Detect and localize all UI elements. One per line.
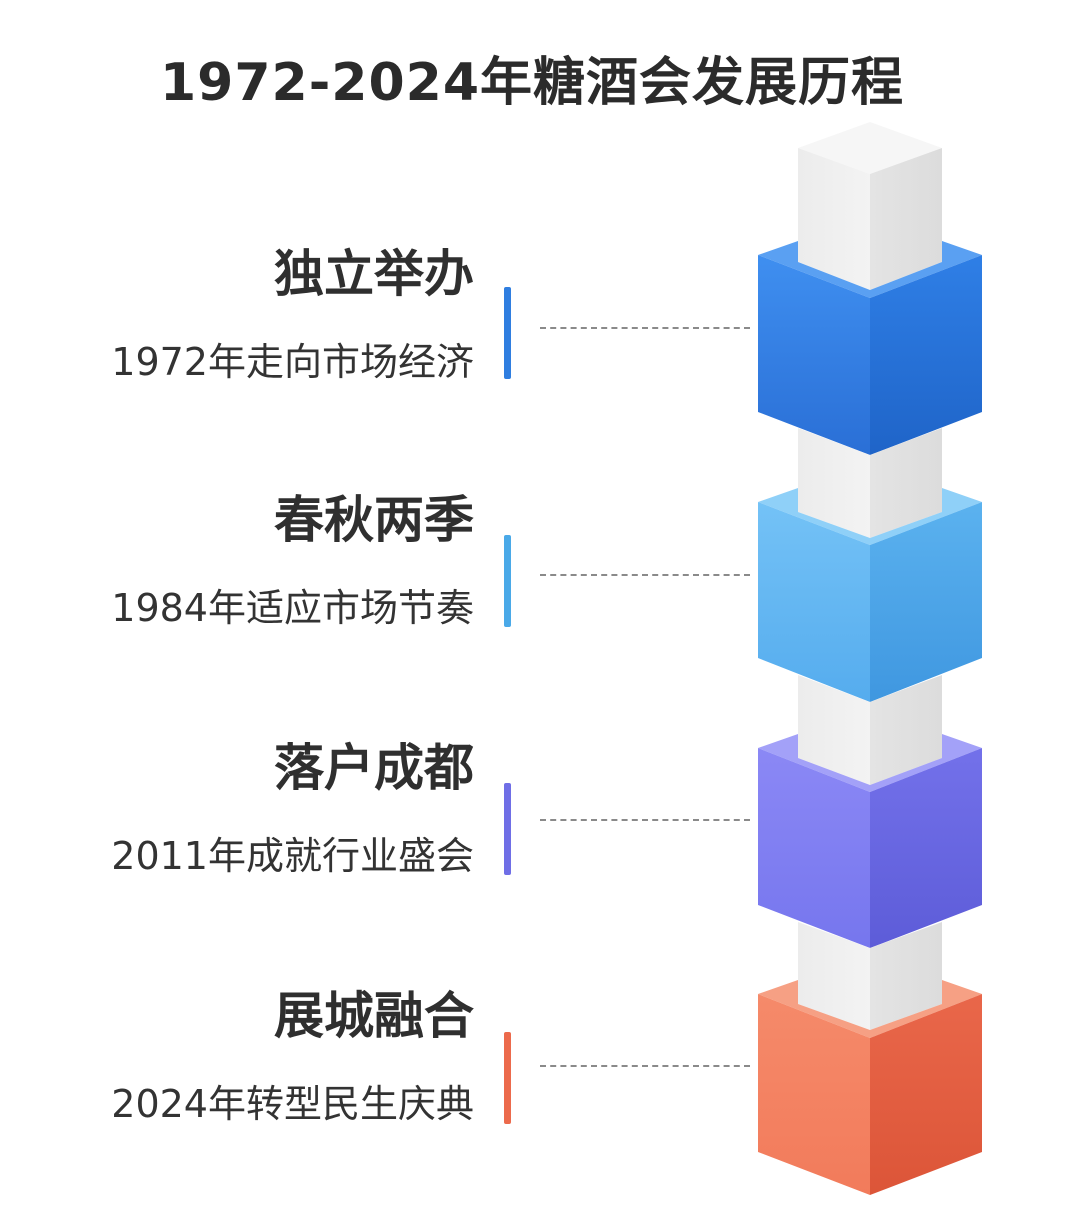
event-subtitle-4: 2024年转型民生庆典	[0, 1078, 474, 1130]
event-subtitle-2: 1984年适应市场节奏	[0, 582, 474, 634]
white-spacer-block-4	[798, 922, 942, 1030]
event-heading-4: 展城融合	[14, 984, 474, 1048]
connector-line-1	[540, 327, 750, 329]
event-subtitle-1: 1972年走向市场经济	[0, 336, 474, 388]
connector-line-3	[540, 819, 750, 821]
connector-line-4	[540, 1065, 750, 1067]
blue-block	[758, 241, 982, 455]
white-spacer-block-2	[798, 428, 942, 538]
event-heading-3: 落户成都	[14, 736, 474, 800]
page-title: 1972-2024年糖酒会发展历程	[0, 48, 1064, 118]
event-subtitle-3: 2011年成就行业盛会	[0, 830, 474, 882]
event-heading-1: 独立举办	[14, 242, 474, 306]
sky-blue-block	[758, 488, 982, 702]
accent-bar-3	[504, 783, 511, 875]
accent-bar-2	[504, 535, 511, 627]
accent-bar-1	[504, 287, 511, 379]
event-heading-2: 春秋两季	[14, 488, 474, 552]
connector-line-2	[540, 574, 750, 576]
white-spacer-block-3	[798, 675, 942, 785]
accent-bar-4	[504, 1032, 511, 1124]
orange-block	[758, 980, 982, 1195]
white-spacer-block-top	[798, 122, 942, 290]
purple-block	[758, 734, 982, 948]
